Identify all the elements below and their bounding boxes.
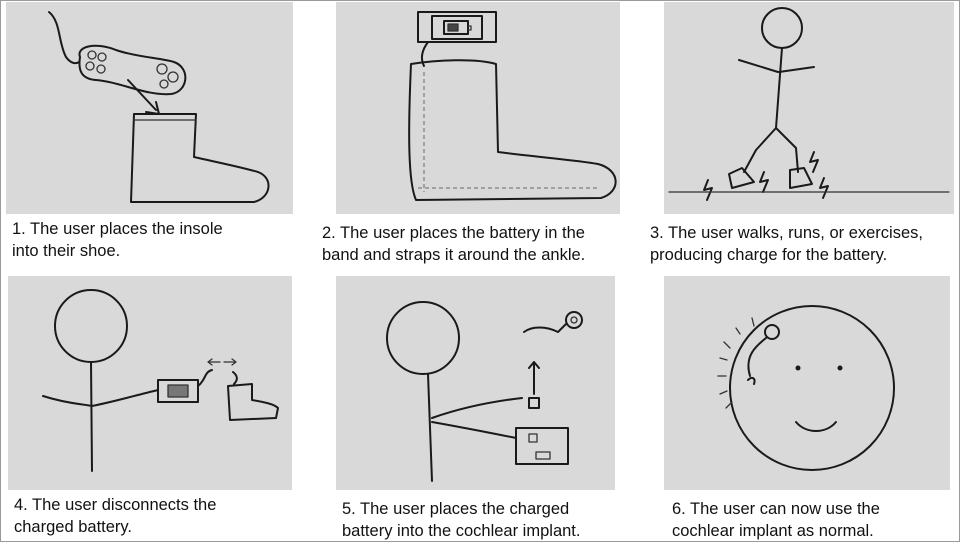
caption-step-3-line-1: 3. The user walks, runs, or exercises, [650, 224, 923, 242]
caption-step-4: 4. The user disconnects the charged batt… [14, 494, 216, 538]
panel-2-battery-band [336, 2, 620, 214]
sketch-battery-into-implant [386, 301, 583, 482]
caption-step-6-line-2: cochlear implant as normal. [672, 522, 874, 540]
caption-step-4-line-2: charged battery. [14, 518, 133, 536]
caption-step-1-line-2: into their shoe. [12, 242, 121, 260]
caption-step-6: 6. The user can now use the cochlear imp… [672, 498, 880, 542]
sketch-disconnect-battery [42, 289, 279, 472]
caption-step-5-line-2: battery into the cochlear implant. [342, 522, 581, 540]
panel-3-walking [664, 2, 954, 214]
caption-step-1-line-1: 1. The user places the insole [12, 220, 223, 238]
caption-step-2-line-1: 2. The user places the battery in the [322, 224, 585, 242]
caption-step-4-line-1: 4. The user disconnects the [14, 496, 217, 514]
panel-4-disconnect [8, 276, 292, 490]
caption-step-5-line-1: 5. The user places the charged [342, 500, 570, 518]
caption-step-3: 3. The user walks, runs, or exercises, p… [650, 222, 923, 266]
caption-step-3-line-2: producing charge for the battery. [650, 246, 888, 264]
caption-step-1: 1. The user places the insole into their… [12, 218, 223, 262]
sketch-smiling-face-with-implant [717, 305, 895, 471]
panel-6-happy-user [664, 276, 950, 490]
caption-step-2-line-2: band and straps it around the ankle. [322, 246, 586, 264]
caption-step-2: 2. The user places the battery in the ba… [322, 222, 585, 266]
panel-1-insole [6, 2, 293, 214]
panel-5-insert-implant [336, 276, 615, 490]
sketch-walking-stick-figure [668, 7, 950, 201]
sketch-ankle-band-battery [408, 11, 617, 201]
sketch-insole-into-shoe [48, 11, 270, 203]
caption-step-5: 5. The user places the charged battery i… [342, 498, 580, 542]
caption-step-6-line-1: 6. The user can now use the [672, 500, 880, 518]
